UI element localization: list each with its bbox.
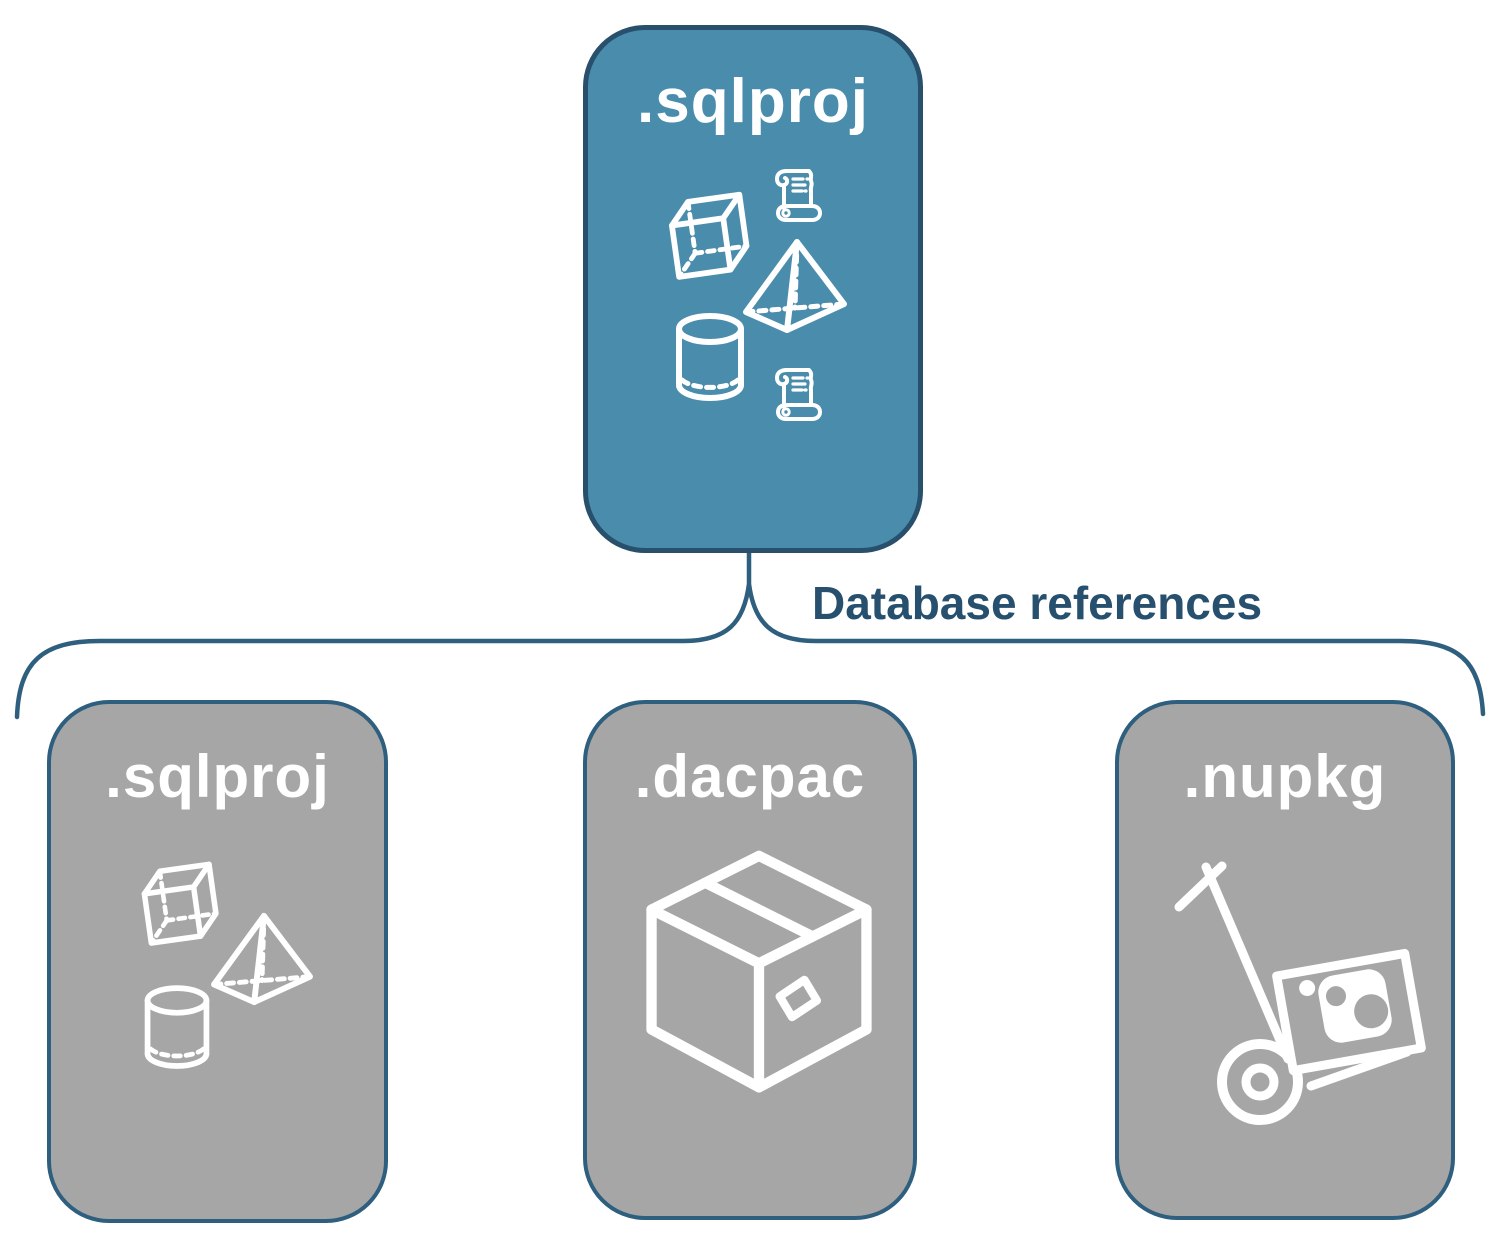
script-scroll-icon — [775, 368, 822, 421]
root-node-title: .sqlproj — [637, 67, 869, 136]
child-node-sqlproj: .sqlproj — [47, 700, 388, 1223]
child-node-title: .sqlproj — [105, 743, 330, 810]
database-cylinder-icon — [676, 313, 744, 401]
child-node-title: .dacpac — [634, 743, 866, 810]
root-node-sqlproj: .sqlproj — [583, 25, 923, 553]
pyramid-3d-icon — [211, 912, 313, 1006]
package-box-icon — [646, 850, 872, 1093]
database-cylinder-icon — [144, 985, 210, 1069]
child-node-nupkg: .nupkg — [1115, 700, 1455, 1220]
script-scroll-icon — [775, 169, 822, 222]
cube-3d-icon — [141, 861, 219, 946]
cube-3d-icon — [669, 191, 750, 280]
child-node-dacpac: .dacpac — [583, 700, 917, 1220]
pyramid-3d-icon — [743, 239, 847, 333]
connector-label: Database references — [812, 577, 1263, 629]
nuget-hand-truck-icon — [1174, 861, 1426, 1125]
child-node-title: .nupkg — [1183, 743, 1387, 810]
